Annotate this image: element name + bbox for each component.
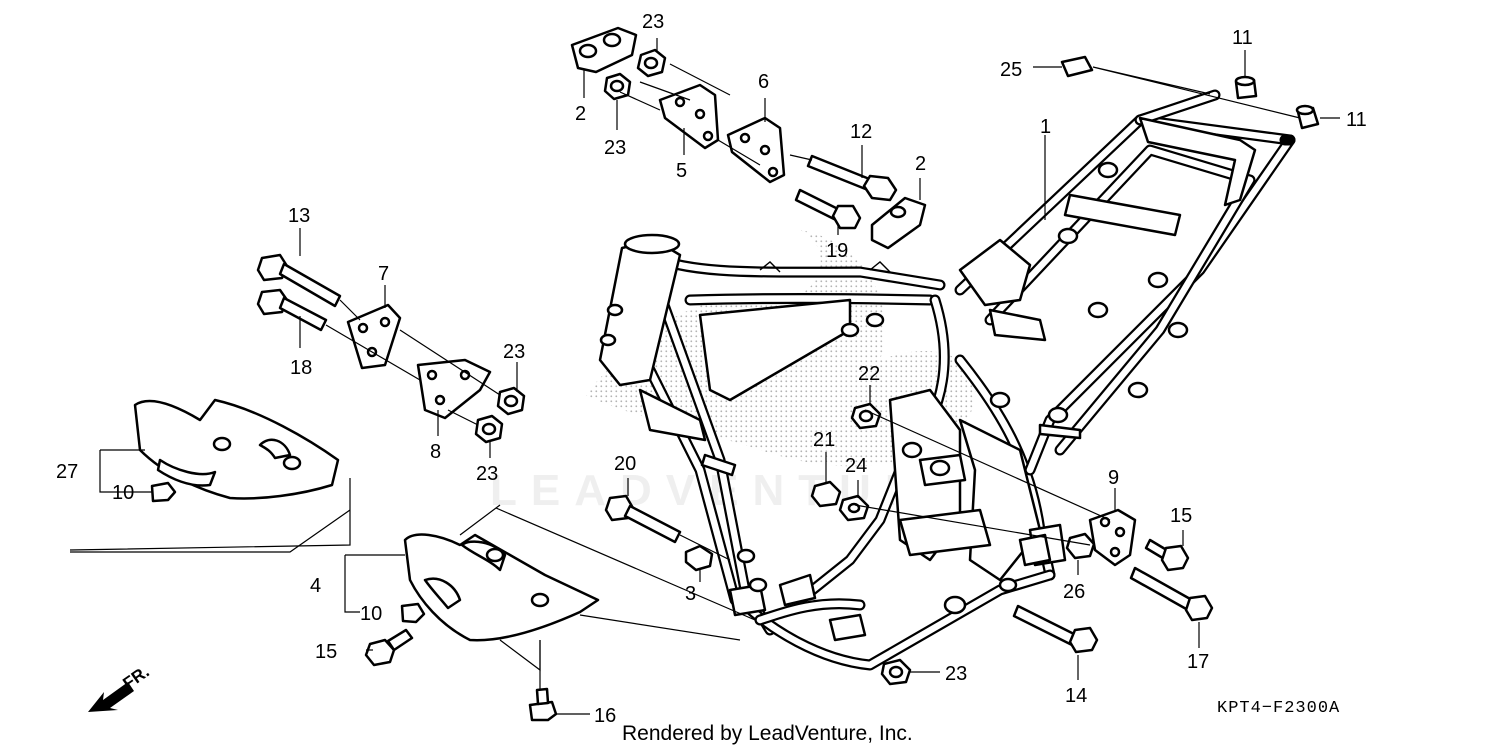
drawing-code: KPT4−F2300A: [1217, 699, 1340, 718]
callout-27: 27: [56, 461, 78, 483]
bolt-17: [1129, 566, 1214, 622]
callout-19: 19: [826, 240, 848, 262]
callout-25: 25: [1000, 59, 1022, 81]
callout-23-lower: 23: [476, 463, 498, 485]
callout-23-mid: 23: [503, 341, 525, 363]
nut-21: [810, 480, 842, 508]
grommet-10-upper: [150, 481, 177, 503]
render-credit: Rendered by LeadVenture, Inc.: [622, 722, 913, 745]
skid-plate-4: [403, 533, 600, 642]
callout-15-right: 15: [1170, 505, 1192, 527]
callout-11-top: 11: [1232, 27, 1253, 49]
callout-7: 7: [378, 263, 389, 285]
bolt-15-left: [364, 628, 414, 667]
callout-3: 3: [685, 583, 696, 605]
front-direction-arrow: FR.: [88, 662, 153, 712]
callout-8: 8: [430, 441, 441, 463]
callout-1: 1: [1040, 116, 1051, 138]
nut-23-mid: [496, 386, 526, 416]
nut-23-bottom: [880, 658, 912, 686]
callout-13: 13: [288, 205, 310, 227]
bolt-20: [604, 494, 682, 544]
bracket-7: [346, 303, 402, 370]
callout-23-bottom: 23: [945, 663, 967, 685]
bolt-12: [806, 154, 898, 202]
callout-5: 5: [676, 160, 687, 182]
callout-23-left: 23: [604, 137, 626, 159]
bolt-19: [794, 188, 862, 230]
callout-15-left: 15: [315, 641, 337, 663]
callout-10-lower: 10: [360, 603, 382, 625]
callout-16: 16: [594, 705, 616, 727]
callout-14: 14: [1065, 685, 1087, 707]
bracket-2-right: [870, 196, 927, 250]
bracket-6: [726, 116, 786, 184]
callout-2-top: 2: [575, 103, 586, 125]
callout-11-right: 11: [1346, 109, 1367, 131]
callouts: 1 2 2 3 4 5 6 7 8 9 10 10 11 11 12 13 14…: [56, 11, 1367, 727]
callout-26: 26: [1063, 581, 1085, 603]
bolt-16: [528, 687, 558, 722]
collar-26: [1065, 532, 1096, 560]
callout-12: 12: [850, 121, 872, 143]
collar-24: [838, 494, 870, 522]
callout-2-right: 2: [915, 153, 926, 175]
callout-18: 18: [290, 357, 312, 379]
bolt-13: [256, 253, 342, 308]
leader-lines: [69, 38, 1340, 715]
bracket-8: [416, 358, 492, 420]
callout-4: 4: [310, 575, 321, 597]
nut-23-top: [636, 48, 667, 78]
bolt-14: [1012, 604, 1099, 654]
callout-10-upper: 10: [112, 482, 134, 504]
cap-11-top: [1234, 75, 1258, 100]
callout-22: 22: [858, 363, 880, 385]
callout-24: 24: [845, 455, 867, 477]
bracket-9: [1088, 508, 1137, 567]
nut-23-lower: [474, 414, 504, 444]
frame-body: [598, 89, 1296, 671]
bolt-18: [256, 288, 328, 332]
bracket-2-top: [570, 26, 638, 74]
callout-23-top: 23: [642, 11, 664, 33]
cap-11-right: [1295, 104, 1320, 130]
callout-6: 6: [758, 71, 769, 93]
callout-21: 21: [813, 429, 835, 451]
callout-20: 20: [614, 453, 636, 475]
callout-17: 17: [1187, 651, 1209, 673]
bracket-5: [658, 83, 720, 150]
bolt-15-right: [1144, 538, 1190, 572]
collar-3: [684, 544, 714, 572]
callout-9: 9: [1108, 467, 1119, 489]
cap-25: [1060, 55, 1094, 78]
grommet-10-lower: [400, 602, 426, 624]
skid-plate-27: [133, 398, 340, 500]
